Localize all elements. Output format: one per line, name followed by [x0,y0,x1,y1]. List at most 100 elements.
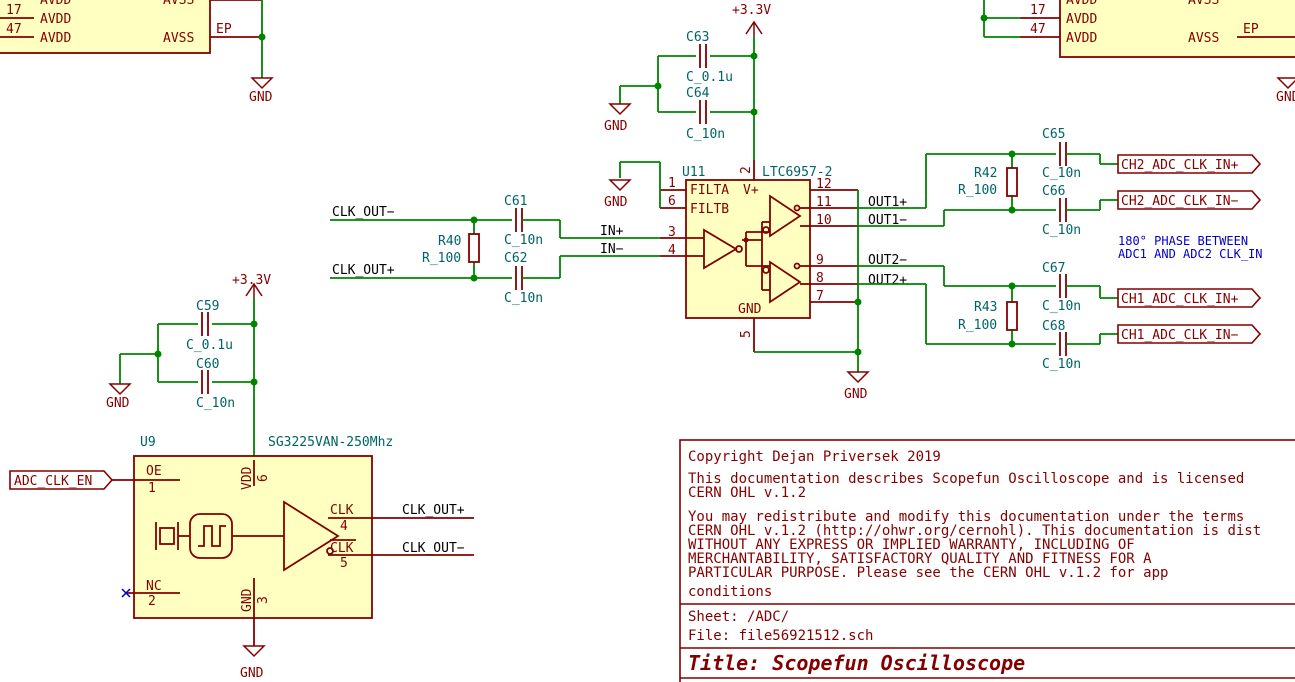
license-line3: WITHOUT ANY EXPRESS OR IMPLIED WARRANTY,… [688,537,1135,553]
pin-name: EP [216,22,232,37]
pin-name: AVDD [1066,31,1097,46]
pin-num: 5 [739,330,754,338]
c63-ref: C63 [686,30,709,45]
u9-decoupling: +3.3V C59 C_0.1u C60 C_10n GND [106,273,271,460]
u11-gnd-column: GND [754,190,870,402]
pin-name: AVDD [40,12,71,27]
pin-num: 5 [340,556,348,571]
pin-name-oe: OE [146,464,162,479]
pin-num: 1 [668,176,676,191]
u11-ltc6957: U11 LTC6957-2 FILTA FILTB V+ GND 1 6 3 4… [660,160,858,352]
net-clk-out-n: CLK_OUT− [402,541,465,556]
pin-num: 12 [816,177,832,192]
pin-num: 47 [6,22,22,37]
u11-filt-wiring: GND [604,161,661,210]
pin-num: 17 [6,3,22,18]
pin-name-clk-n: CLK [330,541,354,556]
pin-name: AVSS [1188,0,1219,8]
title-block: Copyright Dejan Priversek 2019 This docu… [679,439,1295,682]
u9-ref: U9 [140,435,156,450]
description-line1: This documentation describes Scopefun Os… [688,471,1244,487]
pin-num: 10 [816,213,832,228]
phase-note-line2: ADC1 AND ADC2 CLK_IN [1118,247,1263,261]
net-out2n: OUT2− [868,253,907,268]
net-out2p: OUT2+ [868,273,907,288]
pin-num: 1 [148,481,156,496]
hier-label-adc-clk-en: ADC_CLK_EN [14,474,92,489]
partial-ic-right: 17 47 AVDD AVDD AVDD AVSS AVSS EP GND [980,0,1295,105]
c61-value: C_10n [504,233,543,248]
gnd-label: GND [106,396,130,411]
pin-name: AVDD [40,31,71,46]
c60-value: C_10n [196,396,235,411]
c68-ref: C68 [1042,319,1065,334]
hier-label-ch1-n: CH1_ADC_CLK_IN− [1121,328,1239,343]
net-clk-out-p: CLK_OUT+ [332,263,395,278]
c65-value: C_10n [1042,166,1081,181]
c67-value: C_10n [1042,299,1081,314]
pin-name: AVSS [163,0,194,8]
pin-name: AVDD [1066,0,1097,8]
hier-label-ch1-p: CH1_ADC_CLK_IN+ [1121,292,1239,307]
hier-label-ch2-p: CH2_ADC_CLK_IN+ [1121,158,1239,173]
gnd-label: GND [249,90,273,105]
pin-name-vdd: VDD [240,466,255,490]
net-clk-out-p: CLK_OUT+ [402,503,465,518]
pin-num: 8 [816,271,824,286]
net-in-n: IN− [600,242,624,257]
r42-ref: R42 [974,166,997,181]
c67-ref: C67 [1042,261,1065,276]
r40-ref: R40 [438,234,461,249]
file-name: File: file56921512.sch [688,628,873,644]
pin-num: 4 [340,519,348,534]
c63-value: C_0.1u [686,70,733,85]
license-line6: conditions [688,584,772,600]
pin-num: 11 [816,195,832,210]
c66-ref: C66 [1042,184,1065,199]
r42-value: R_100 [958,183,997,198]
r40-value: R_100 [422,251,461,266]
pin-num: 9 [816,253,824,268]
vcc-label: +3.3V [232,273,271,288]
u11-value: LTC6957-2 [762,165,832,180]
vcc-label: +3.3V [732,3,771,18]
pin-num: 2 [739,166,754,174]
sheet-name: Sheet: /ADC/ [688,609,789,625]
pin-name: FILTA [690,183,729,198]
pin-name-gnd: GND [240,588,255,612]
pin-name: EP [1243,22,1259,37]
no-connect-icon [121,588,131,598]
license-line1: You may redistribute and modify this doc… [688,509,1244,525]
c61-ref: C61 [504,194,527,209]
u9-value: SG3225VAN-250Mhz [268,435,393,450]
phase-note-line1: 180° PHASE BETWEEN [1118,234,1248,248]
pin-num: 3 [668,225,676,240]
pin-name: AVSS [1188,31,1219,46]
r43-ref: R43 [974,300,997,315]
gnd-label: GND [844,387,868,402]
c62-value: C_10n [504,291,543,306]
copyright-text: Copyright Dejan Priversek 2019 [688,449,941,465]
description-line2: CERN OHL v.1.2 [688,485,806,501]
pin-name: FILTB [690,202,729,217]
net-out1n: OUT1− [868,213,907,228]
pin-name: AVDD [1066,12,1097,27]
c68-value: C_10n [1042,357,1081,372]
c59-ref: C59 [196,299,219,314]
pin-num: 4 [668,243,676,258]
oscillator-icon [155,513,233,559]
r43-value: R_100 [958,318,997,333]
license-line2: CERN OHL v.1.2 (http://ohwr.org/cernohl)… [688,523,1261,539]
gnd-label: GND [604,195,628,210]
pin-name-nc: NC [146,579,162,594]
pin-num: 3 [256,596,271,604]
c64-ref: C64 [686,86,710,101]
output-network: OUT1+ OUT1− OUT2− OUT2+ R42 R_100 C65 C_… [858,127,1263,372]
pin-name: AVSS [163,31,194,46]
gnd-label: GND [1276,90,1295,105]
partial-ic-left: 17 47 AVDD AVDD AVDD AVSS AVSS EP GND [0,0,274,105]
pin-num: 17 [1030,3,1046,18]
u9-oscillator: U9 SG3225VAN-250Mhz OE 1 NC 2 VDD 6 GND … [9,435,474,681]
c66-value: C_10n [1042,223,1081,238]
